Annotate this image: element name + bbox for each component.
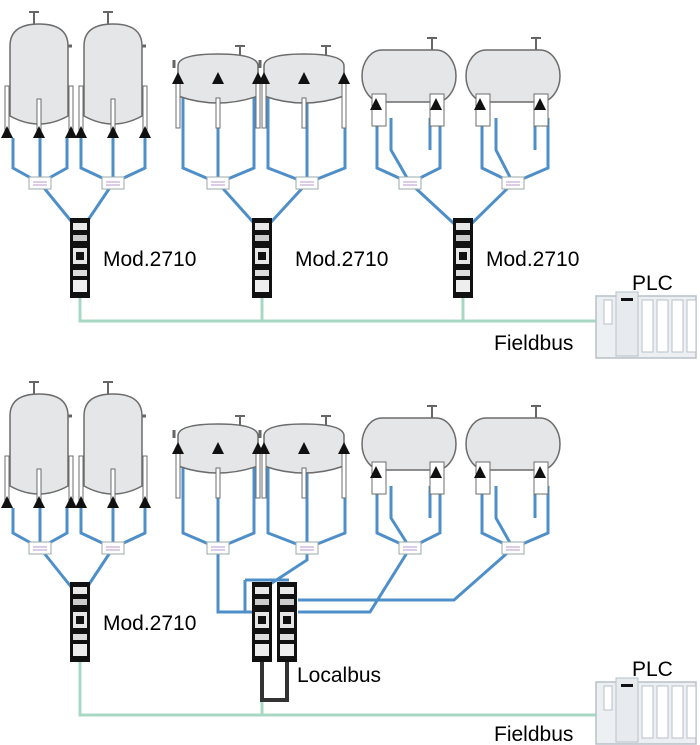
horizontal-tank — [465, 405, 561, 495]
plc-rack — [595, 291, 697, 359]
vertical-tank — [0, 380, 79, 510]
junction-box — [206, 176, 230, 190]
signal-cables — [11, 462, 550, 614]
module-2710 — [252, 218, 272, 298]
localbus-link — [260, 662, 289, 702]
localbus-label: Localbus — [297, 664, 381, 687]
module-2710 — [70, 582, 90, 662]
module-2710 — [277, 582, 297, 662]
plc-rack — [595, 677, 697, 745]
top-section: Mod.2710 Mod.2710 Mod.2710 PLC Fieldbus — [0, 10, 697, 359]
bottom-section: Mod.2710 Localbus PLC Fieldbus — [0, 380, 697, 745]
fieldbus-label: Fieldbus — [494, 723, 573, 745]
dished-tank — [170, 414, 266, 500]
horizontal-tank — [465, 37, 561, 127]
dished-tank — [256, 414, 352, 500]
dished-tank — [256, 44, 352, 130]
horizontal-tank — [361, 37, 457, 127]
plc-label: PLC — [632, 658, 673, 681]
junction-box — [501, 176, 525, 190]
module-label: Mod.2710 — [103, 248, 196, 271]
fieldbus-label: Fieldbus — [494, 332, 573, 355]
junction-box — [295, 176, 319, 190]
fieldbus-line — [78, 297, 598, 323]
junction-box — [398, 541, 422, 555]
junction-box — [101, 176, 125, 190]
junction-box — [501, 541, 525, 555]
vertical-tank — [73, 380, 153, 510]
junction-box — [295, 541, 319, 555]
junction-box — [398, 176, 422, 190]
fieldbus-line — [78, 662, 598, 717]
module-2710 — [252, 582, 272, 662]
plc-label: PLC — [632, 272, 673, 295]
module-label: Mod.2710 — [103, 612, 196, 635]
junction-box — [101, 541, 125, 555]
vertical-tank — [0, 10, 79, 140]
junction-box — [28, 176, 52, 190]
junction-box — [28, 541, 52, 555]
module-label: Mod.2710 — [486, 248, 579, 271]
vertical-tank — [73, 10, 153, 140]
dished-tank — [170, 44, 266, 130]
module-label: Mod.2710 — [295, 248, 388, 271]
module-2710 — [453, 218, 473, 298]
module-2710 — [70, 218, 90, 298]
horizontal-tank — [361, 405, 457, 495]
junction-box — [206, 541, 230, 555]
